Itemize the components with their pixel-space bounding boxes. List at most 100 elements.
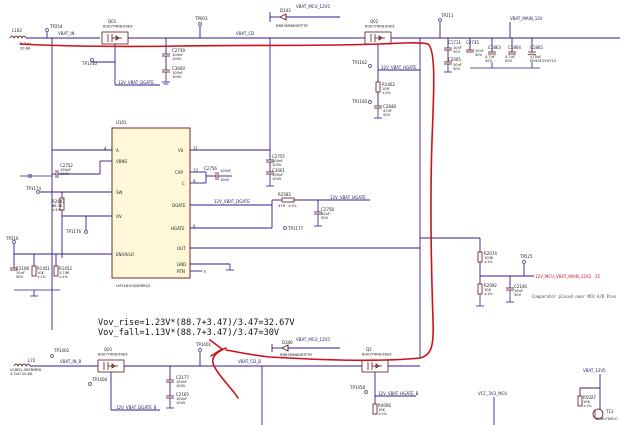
net-label-vbat-cd-b: VBAT_CD_B [238, 359, 261, 364]
testpoint-tp1400-label: TP1400 [91, 377, 107, 382]
svg-text:100V: 100V [176, 384, 186, 388]
net-label-vcc-3v3: VCC_3V3_MCU [478, 391, 507, 396]
svg-text:C1711: C1711 [448, 40, 461, 45]
testpoint-tp1401 [198, 348, 202, 352]
svg-text:OUT: OUT [177, 246, 186, 251]
svg-text:9: 9 [193, 179, 196, 184]
resistor-r1451: R1451 10K ±1% [31, 254, 50, 279]
svg-text:R2641: R2641 [52, 199, 65, 204]
red-loop-line [19, 42, 435, 362]
testpoint-tp1310-label: TP1310 [81, 61, 97, 66]
testpoint-tp1402 [50, 354, 54, 358]
svg-text:4.7uF: 4.7uF [505, 55, 515, 59]
resistor-r1452: R1452 3.74K ±1% [53, 254, 72, 279]
formula-line-fall: Vov_fall=1.13V*(88.7+3.47)/3.47=30V [98, 328, 279, 338]
svg-text:±1%: ±1% [382, 91, 391, 95]
testpoint-tp1177-label: TP1177 [287, 226, 303, 231]
svg-text:R2074: R2074 [484, 251, 497, 256]
svg-text:EN/UVLO: EN/UVLO [116, 252, 134, 257]
svg-text:C1863: C1863 [488, 45, 501, 50]
testpoint-tp1174 [36, 190, 40, 194]
testpoint-tp1176-label: TP1176 [65, 229, 81, 234]
svg-text:C2755: C2755 [272, 154, 285, 159]
svg-text:50V: 50V [505, 59, 513, 63]
svg-text:C2848: C2848 [383, 104, 396, 109]
svg-text:10K: 10K [378, 408, 386, 412]
testpoint-tp1160 [368, 100, 372, 104]
net-label-dgate-top: 12V_VBAT_DGATE [118, 80, 154, 85]
svg-text:50V: 50V [514, 293, 522, 297]
inductor-l102-ref: L102 [12, 28, 22, 33]
svg-text:100K: 100K [484, 256, 494, 260]
svg-text:OV: OV [116, 214, 122, 219]
svg-text:100nF: 100nF [176, 397, 187, 401]
svg-text:470uF: 470uF [530, 55, 541, 59]
net-label-dgate-ic: 12V_VBAT_DGATE [214, 199, 250, 204]
svg-text:10R: 10R [382, 87, 390, 91]
svg-text:10nF: 10nF [453, 63, 462, 67]
svg-text:4: 4 [104, 146, 107, 151]
net-label-vbat-mcu-12v-top: VBAT_MCU_12V5 [296, 4, 330, 9]
net-label-vbat-12v-b: VBAT_12V5 [583, 368, 606, 373]
capacitor-c2108: C2108 10nF 50V [10, 254, 29, 279]
net-label-vbat-in: VBAT_IN [58, 31, 75, 36]
testpoint-tp003-label: TP003 [194, 16, 208, 21]
inductor-l102-current: 20.6A [20, 47, 31, 51]
ic-u101: U101 LM74810QDRRRQ1 A 4 VBNS SW OV EN/UV… [14, 120, 420, 288]
svg-text:EEHZE1V471V: EEHZE1V471V [530, 59, 557, 63]
svg-text:88.7K: 88.7K [52, 204, 63, 208]
ic-u101-body [111, 127, 191, 279]
capacitor-c2177: C2177 100nF 100V [166, 366, 189, 388]
svg-text:10nF: 10nF [514, 289, 523, 293]
transistor-t12: T12 BC807DR-IC [592, 408, 618, 421]
svg-text:100V: 100V [272, 177, 282, 181]
mosfet-q02: Q02 BUK7Y4R8-60EX [364, 19, 395, 45]
svg-text:C2005: C2005 [448, 57, 461, 62]
svg-text:D346: D346 [282, 340, 293, 345]
inductor-l102: L102 3.3uH 20.6A [9, 28, 31, 51]
svg-text:C2739: C2739 [172, 48, 185, 53]
svg-text:100V: 100V [272, 163, 282, 167]
capacitor-c2755: C2755 100nF 100V [266, 154, 285, 167]
net-label-hgate-b: 12V_VBAT_HGATE_B [378, 391, 419, 396]
svg-text:12: 12 [193, 168, 199, 173]
mosfet-q01b-part: BUK7Y4R8-60EX [98, 353, 128, 357]
ic-u101-part: LM74810QDRRRQ1 [116, 284, 151, 288]
svg-text:C2146: C2146 [514, 284, 527, 289]
testpoint-tp316 [12, 240, 16, 244]
svg-text:±1%: ±1% [288, 204, 297, 208]
testpoint-tp525 [522, 260, 526, 264]
svg-text:±1%: ±1% [37, 275, 46, 279]
testpoint-tp1162-label: TP1162 [351, 60, 367, 65]
mosfet-q01-b: Q01 BUK7Y4R8-60EX [97, 347, 128, 373]
svg-text:±1%: ±1% [583, 404, 592, 408]
mosfet-q2b-ref: Q2 [366, 347, 372, 352]
resistor-r2074: R2074 100K ±1% [477, 238, 497, 264]
testpoint-tp1402-label: TP1402 [53, 348, 69, 353]
svg-text:10nF: 10nF [475, 49, 484, 53]
net-label-pg-page: 35 [595, 274, 601, 279]
svg-text:3.74K: 3.74K [59, 271, 70, 275]
svg-text:R1452: R1452 [59, 266, 72, 271]
svg-text:100nF: 100nF [220, 169, 231, 173]
svg-text:C2735: C2735 [466, 40, 479, 45]
capacitor-c2165: C2165 100nF 100V [166, 382, 189, 409]
ic-u101-ref: U101 [116, 120, 127, 125]
testpoint-tp1162 [368, 64, 372, 68]
capacitor-c3600: C3600 100nF 100V [162, 56, 185, 85]
svg-text:C2108: C2108 [16, 266, 29, 271]
resistor-r2641: R2641 88.7K ±1% [52, 192, 65, 216]
svg-text:100nF: 100nF [272, 173, 283, 177]
svg-text:50V: 50V [453, 50, 461, 54]
capacitor-c2848: C2848 47nF 50V [374, 92, 396, 119]
ic-left-network: C2752 100nF 100V TP1174 R2641 88.7K ±1% … [5, 38, 101, 330]
output-capacitor-bank: C1711 10nF 50V C2005 10nF 50V C2735 10nF… [444, 38, 557, 73]
svg-text:RBR3MM60BTFTR: RBR3MM60BTFTR [280, 353, 312, 357]
svg-text:BC807DR-IC: BC807DR-IC [596, 417, 618, 421]
svg-text:±1%: ±1% [378, 412, 387, 416]
top-power-path: L102 3.3uH 20.6A VBAT_IN TP254 Q01 BUK7Y… [9, 4, 620, 119]
svg-text:VCBR1-4R3RMRD: VCBR1-4R3RMRD [10, 368, 42, 372]
pg-section: R2074 100K ±1% TP525 12V_MCU_VBAT_MAIN_1… [420, 237, 617, 307]
resistor-r1402: R1402 10R ±1% [375, 70, 395, 95]
svg-text:R2092: R2092 [484, 283, 497, 288]
